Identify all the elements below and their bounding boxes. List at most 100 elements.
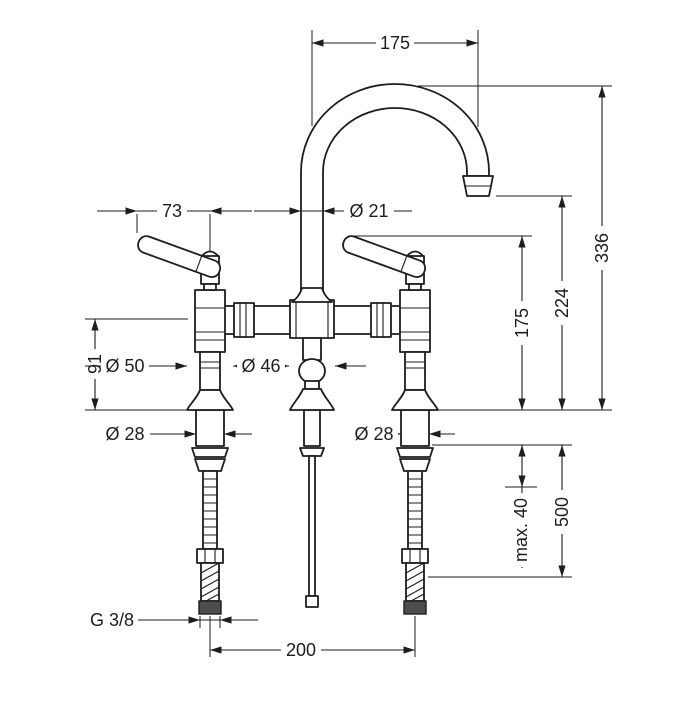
dim-label-hose-length: 500 [552, 497, 572, 527]
dim-label-handle-width: 73 [162, 201, 182, 221]
arrow-icon [175, 362, 187, 370]
dim-label-outlet-height: 224 [552, 288, 572, 318]
left-coupling-lines [204, 549, 216, 563]
popup-knob-collar [304, 380, 320, 390]
right-thread-lines [408, 478, 422, 544]
deck-extension-lines [432, 444, 572, 488]
dim-bridge-height: 91 [85, 318, 188, 411]
arrow-icon [466, 39, 478, 47]
right-hose-braid [405, 562, 425, 602]
right-column-rings [405, 361, 425, 369]
center-shank [303, 409, 321, 447]
right-escutcheon [391, 389, 439, 411]
arrow-icon [210, 207, 222, 215]
arrow-icon [224, 430, 236, 438]
dim-label-hole-distance: 200 [286, 640, 316, 660]
right-valve-rings [400, 307, 430, 341]
left-hose-fitting [198, 600, 222, 615]
left-valve-body [194, 289, 226, 353]
dim-total-height: 336 [418, 85, 612, 411]
arrow-icon [598, 398, 606, 410]
thread-extension-lines [199, 616, 221, 628]
spout-reach-extension-lines [311, 30, 479, 127]
spout-base-collar [291, 287, 333, 303]
arrow-icon [335, 362, 347, 370]
bridge-height-extension-lines [85, 318, 188, 411]
dim-label-max-deck-thickness: max. 40 [511, 498, 531, 562]
arrow-icon [558, 445, 566, 457]
right-hose-fitting [403, 600, 427, 615]
right-coupling-nut [401, 548, 429, 564]
popup-rod-end [305, 595, 319, 608]
dim-label-handle-height: 175 [512, 308, 532, 338]
below-deck-right-supply [396, 409, 434, 615]
arrow-icon [125, 207, 137, 215]
left-valve [137, 235, 234, 411]
dim-right-shank-diameter: Ø 28 [350, 424, 455, 444]
right-washer [396, 447, 434, 458]
arrow-icon [558, 565, 566, 577]
center-stub [302, 337, 322, 361]
tee-lines [295, 300, 329, 338]
label-bg [553, 281, 571, 325]
arrow-icon [184, 430, 196, 438]
arrow-icon [518, 398, 526, 410]
left-handle-neck [203, 283, 217, 291]
total-height-extension-lines [418, 85, 612, 411]
right-lever [342, 235, 427, 278]
spout-tee [289, 299, 335, 339]
left-thread-lines [203, 478, 217, 544]
left-valve-rings [195, 307, 225, 341]
dim-label-total-height: 336 [592, 233, 612, 263]
spout-gooseneck [300, 83, 490, 317]
arrow-icon [210, 646, 222, 654]
arrow-icon [429, 430, 441, 438]
popup-knob [298, 358, 326, 384]
dim-label-connection-thread: G 3/8 [90, 610, 134, 630]
label-bg [553, 490, 571, 534]
center-escutcheon [289, 388, 335, 411]
dim-label-left-base-diameter: Ø 50 [105, 356, 144, 376]
dim-spout-reach: 175 [311, 30, 479, 127]
tee-block [289, 299, 335, 339]
arrow-icon [518, 236, 526, 248]
dim-left-shank-diameter: Ø 28 [105, 424, 252, 444]
spout-collar [291, 287, 333, 303]
dim-label-bridge-height: 91 [85, 354, 105, 374]
left-washer [191, 447, 229, 458]
dim-label-left-shank-diameter: Ø 28 [105, 424, 144, 444]
dim-spout-pipe-diameter: Ø 21 [254, 201, 412, 221]
right-column [404, 351, 426, 391]
label-bg [237, 357, 285, 375]
label-bg [350, 425, 398, 443]
right-valve-body [399, 289, 431, 353]
label-bg [157, 202, 187, 220]
arrow-icon [518, 445, 526, 457]
right-lever-handle [342, 235, 427, 278]
right-threaded-rod [407, 470, 423, 550]
bridge-right-coupling-lines [376, 303, 384, 337]
dim-connection-thread: G 3/8 [90, 610, 258, 630]
dim-label-spout-reach: 175 [380, 33, 410, 53]
left-shank [195, 409, 225, 447]
label-bg [281, 641, 321, 659]
dim-label-pipe-diameter: Ø 21 [349, 201, 388, 221]
dim-label-center-base-diameter: Ø 46 [241, 356, 280, 376]
arrow-icon [518, 475, 526, 487]
arrow-icon [220, 616, 232, 624]
dim-max-deck-thickness: max. 40 [432, 444, 572, 568]
left-threaded-rod [202, 470, 218, 550]
left-mounting-nut [194, 458, 226, 472]
dim-hose-length: 500 [428, 445, 572, 578]
right-shank [400, 409, 430, 447]
label-bg [593, 226, 611, 270]
handle-width-extension-lines [136, 214, 211, 252]
arrow-icon [188, 616, 200, 624]
left-column [199, 351, 221, 391]
left-escutcheon [186, 389, 234, 411]
label-bg [376, 34, 414, 52]
arrow-icon [558, 398, 566, 410]
center-washer [299, 447, 325, 457]
right-handle-neck [408, 283, 422, 291]
